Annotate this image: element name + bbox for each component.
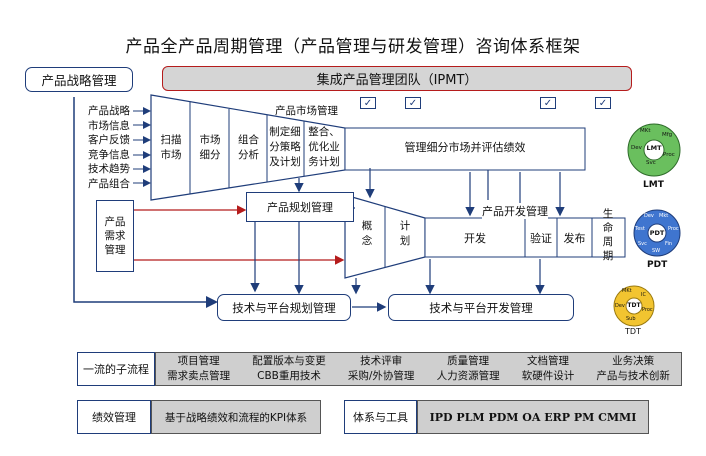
lmt-team-icon: [627, 123, 681, 177]
demand-mgmt-box[interactable]: 产品 需求 管理: [96, 200, 134, 272]
dev-mgmt-label: 产品开发管理: [482, 203, 548, 219]
input-item: 产品组合: [88, 177, 130, 190]
subprocess-item[interactable]: 文档管理: [527, 355, 569, 367]
subprocess-col: 质量管理人力资源管理: [437, 354, 500, 384]
pdt-team-icon: [633, 209, 681, 257]
lmt-label: LMT: [643, 180, 664, 190]
subprocess-col: 文档管理软硬件设计: [522, 354, 575, 384]
subprocess-col: 业务决策产品与技术创新: [596, 354, 670, 384]
tdt-label: TDT: [625, 327, 641, 336]
subprocess-list: 项目管理需求卖点管理 配置版本与变更 CBB重用技术 技术评审采购/外协管理 质量…: [155, 352, 682, 386]
pdt-seg: Test: [635, 226, 645, 232]
tools-label: 体系与工具: [344, 400, 417, 434]
step-plan[interactable]: 计 划: [399, 220, 411, 247]
subprocess-item[interactable]: 采购/外协管理: [347, 370, 415, 382]
step-segment[interactable]: 市场 细分: [199, 134, 221, 161]
pdt-seg: Dev: [644, 213, 654, 219]
subprocess-label: 一流的子流程: [77, 352, 155, 386]
lmt-seg: Mfg: [662, 132, 673, 138]
pdt-label: PDT: [647, 260, 668, 270]
subprocess-item[interactable]: 配置版本与变更: [252, 355, 326, 367]
tdt-seg: Sub: [626, 316, 636, 322]
input-item: 市场信息: [88, 119, 130, 132]
step-strategy-plan[interactable]: 制定细 分策略 及计划: [269, 126, 301, 168]
perf-text[interactable]: 基于战略绩效和流程的KPI体系: [151, 400, 321, 434]
lmt-seg: Dev: [631, 145, 642, 151]
pdt-seg: SW: [652, 248, 661, 254]
market-perf-bar: [344, 127, 586, 171]
subprocess-col: 项目管理需求卖点管理: [167, 354, 230, 384]
lmt-seg: MKt: [640, 128, 651, 134]
market-mgmt-label: 产品市场管理: [275, 105, 338, 117]
tdt-seg: MKt: [622, 288, 632, 294]
tdt-seg: Proc: [642, 307, 653, 313]
subprocess-item[interactable]: 需求卖点管理: [167, 370, 231, 382]
subprocess-item[interactable]: 质量管理: [447, 355, 490, 367]
check-icon: ✓: [540, 97, 556, 109]
step-concept[interactable]: 概 念: [361, 220, 373, 247]
step-scan-market[interactable]: 扫描 市场: [160, 134, 182, 161]
subprocess-item[interactable]: 项目管理: [177, 355, 220, 367]
pdt-seg: Fin: [665, 241, 673, 247]
subprocess-item[interactable]: 产品与技术创新: [596, 370, 670, 382]
lmt-seg: Svc: [646, 160, 656, 166]
tech-dev-box[interactable]: 技术与平台开发管理: [388, 294, 574, 321]
input-item: 技术趋势: [88, 163, 130, 176]
input-list: 产品战略 市场信息 客户反馈 竞争信息 技术趋势 产品组合: [88, 104, 138, 192]
tdt-seg: Dev: [615, 303, 625, 309]
strategy-box[interactable]: 产品战略管理: [25, 67, 133, 92]
tech-planning-box[interactable]: 技术与平台规划管理: [217, 294, 351, 321]
market-perf-label[interactable]: 管理细分市场并评估绩效: [404, 141, 526, 154]
tdt-center: TDT: [627, 302, 641, 309]
input-item: 产品战略: [88, 105, 130, 117]
subprocess-item[interactable]: 技术评审: [360, 355, 403, 367]
tools-text[interactable]: IPD PLM PDM OA ERP PM CMMI: [417, 400, 649, 434]
step-integrate-plan[interactable]: 整合、 优化业 务计划: [308, 126, 340, 168]
subprocess-item[interactable]: 软硬件设计: [521, 370, 575, 382]
pdt-seg: Proc: [668, 226, 679, 232]
pdt-center: PDT: [649, 229, 665, 237]
pdt-seg: Svc: [638, 241, 647, 247]
check-icon: ✓: [595, 97, 611, 109]
step-portfolio[interactable]: 组合 分析: [238, 134, 259, 161]
page-title: 产品全产品周期管理（产品管理与研发管理）咨询体系框架: [125, 37, 581, 57]
perf-label: 绩效管理: [77, 400, 151, 434]
step-release[interactable]: 发布: [563, 232, 586, 245]
check-icon: ✓: [405, 97, 421, 109]
step-verify[interactable]: 验证: [530, 232, 552, 245]
step-develop[interactable]: 开发: [464, 232, 486, 245]
lmt-center: LMT: [646, 144, 662, 152]
step-lifecycle[interactable]: 生 命 周 期: [602, 208, 614, 262]
input-item: 竞争信息: [88, 148, 130, 161]
lmt-seg: Proc: [663, 152, 675, 158]
pdt-seg: Mkt: [659, 213, 669, 219]
planning-box[interactable]: 产品规划管理: [246, 192, 354, 222]
subprocess-item[interactable]: CBB重用技术: [257, 370, 321, 382]
subprocess-item[interactable]: 业务决策: [612, 355, 655, 367]
tdt-seg: IC: [641, 292, 646, 298]
subprocess-col: 技术评审采购/外协管理: [348, 354, 415, 384]
subprocess-col: 配置版本与变更 CBB重用技术: [252, 354, 326, 384]
tdt-team-icon: [613, 285, 655, 327]
subprocess-item[interactable]: 人力资源管理: [436, 370, 500, 382]
input-item: 客户反馈: [88, 134, 130, 147]
check-icon: ✓: [360, 97, 376, 109]
ipmt-bar[interactable]: 集成产品管理团队（IPMT）: [162, 66, 632, 91]
